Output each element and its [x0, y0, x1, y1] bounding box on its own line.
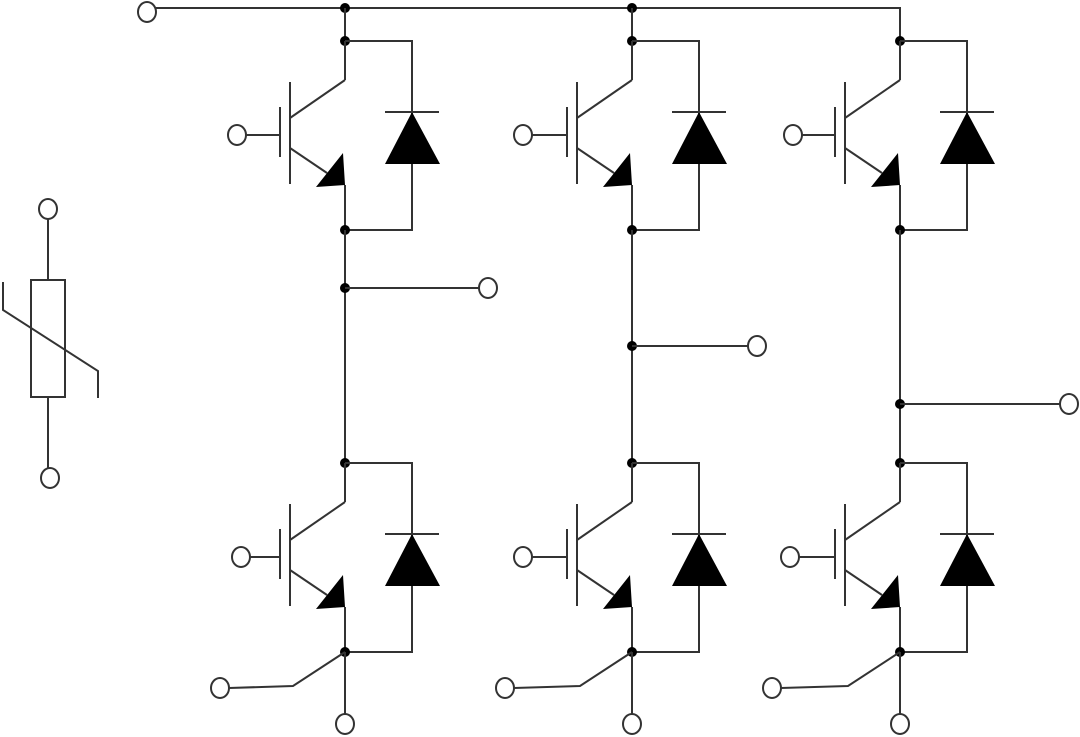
terminal	[783, 124, 803, 146]
dc-plus-rail	[156, 7, 901, 41]
terminal	[38, 198, 58, 220]
terminal	[231, 546, 251, 568]
emitter-sense-wire	[780, 651, 901, 689]
low-side-switch	[231, 458, 440, 657]
collector-diagonal	[289, 79, 346, 119]
collector-diagonal	[844, 501, 901, 541]
igbt-transistor	[231, 463, 346, 652]
diode-triangle	[672, 534, 727, 586]
diode-triangle	[672, 112, 727, 164]
high-side-switch	[227, 36, 440, 235]
phase-leg-3	[762, 8, 1079, 735]
emitter-arrow-icon	[603, 575, 632, 609]
terminal	[762, 677, 782, 699]
diode-triangle	[385, 534, 440, 586]
collector-diagonal	[289, 501, 346, 541]
terminal	[747, 335, 767, 357]
terminal	[622, 713, 642, 735]
emitter-sense-wire	[228, 651, 346, 689]
terminal	[513, 546, 533, 568]
diode-triangle	[385, 112, 440, 164]
terminal	[137, 1, 157, 23]
terminal	[890, 713, 910, 735]
emitter-diagonal	[576, 147, 615, 174]
collector-diagonal	[844, 79, 901, 119]
terminal	[513, 124, 533, 146]
emitter-sense-wire	[513, 651, 633, 689]
igbt-transistor	[513, 463, 633, 652]
diode-triangle	[940, 112, 995, 164]
emitter-diagonal	[844, 569, 883, 596]
terminal	[40, 467, 60, 489]
emitter-arrow-icon	[316, 575, 345, 609]
terminal	[227, 124, 247, 146]
high-side-switch	[783, 36, 995, 235]
igbt-transistor	[780, 463, 901, 652]
emitter-diagonal	[844, 147, 883, 174]
terminal	[210, 677, 230, 699]
emitter-diagonal	[576, 569, 615, 596]
phase-leg-1	[210, 3, 498, 735]
collector-diagonal	[576, 501, 633, 541]
ntc-thermistor	[2, 198, 99, 489]
diode-triangle	[940, 534, 995, 586]
low-side-switch	[780, 458, 995, 657]
terminal	[335, 713, 355, 735]
emitter-arrow-icon	[603, 153, 632, 187]
collector-diagonal	[576, 79, 633, 119]
terminal	[495, 677, 515, 699]
igbt-transistor	[227, 41, 346, 230]
thermistor-slash	[2, 282, 99, 398]
low-side-switch	[513, 458, 727, 657]
terminal	[478, 277, 498, 299]
phase-leg-2	[495, 3, 767, 735]
emitter-arrow-icon	[871, 153, 900, 187]
igbt-transistor	[513, 41, 633, 230]
terminal	[1059, 393, 1079, 415]
emitter-arrow-icon	[871, 575, 900, 609]
terminal	[780, 546, 800, 568]
high-side-switch	[513, 36, 727, 235]
emitter-arrow-icon	[316, 153, 345, 187]
emitter-diagonal	[289, 569, 328, 596]
emitter-diagonal	[289, 147, 328, 174]
igbt-transistor	[783, 41, 901, 230]
